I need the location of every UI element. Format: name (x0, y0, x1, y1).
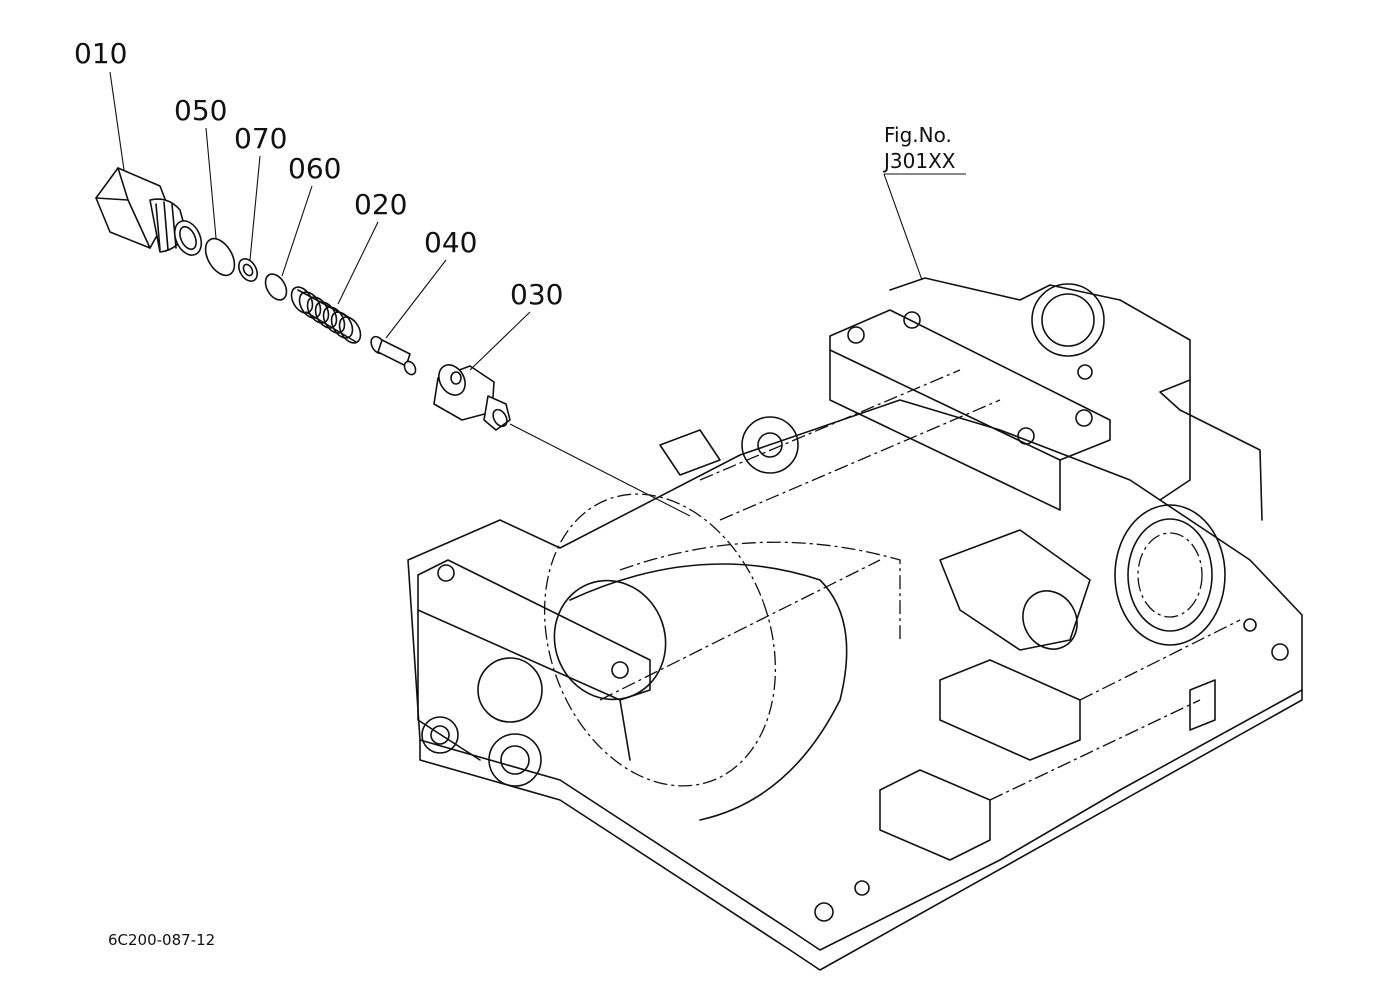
callout-050[interactable]: 050 (174, 94, 227, 239)
part-010-plug[interactable] (95, 167, 206, 259)
figure-reference: Fig.No. J301XX (882, 123, 966, 281)
callout-060-label: 060 (288, 152, 341, 185)
callout-030[interactable]: 030 (469, 278, 563, 371)
fig-number: J301XX (882, 149, 956, 173)
callout-070-label: 070 (234, 122, 287, 155)
callout-020-label: 020 (354, 188, 407, 221)
callout-030-label: 030 (510, 278, 563, 311)
part-020-spring[interactable] (287, 283, 365, 346)
part-030-seat[interactable] (433, 360, 511, 431)
hydraulic-housing[interactable] (407, 277, 1303, 971)
callout-020[interactable]: 020 (337, 188, 407, 305)
callout-040-label: 040 (424, 226, 477, 259)
callout-010-label: 010 (74, 37, 127, 70)
callout-010[interactable]: 010 (74, 37, 127, 171)
drawing-code: 6C200-087-12 (108, 931, 215, 949)
assembly-axis-line (509, 423, 691, 517)
part-060-o-ring[interactable] (261, 270, 291, 303)
part-070-washer[interactable] (235, 256, 261, 285)
callout-060[interactable]: 060 (281, 152, 341, 277)
callout-050-label: 050 (174, 94, 227, 127)
part-040-poppet[interactable] (368, 334, 418, 376)
fig-label: Fig.No. (884, 123, 952, 147)
callout-040[interactable]: 040 (385, 226, 477, 339)
part-050-o-ring[interactable] (200, 234, 241, 281)
callout-070[interactable]: 070 (234, 122, 287, 261)
